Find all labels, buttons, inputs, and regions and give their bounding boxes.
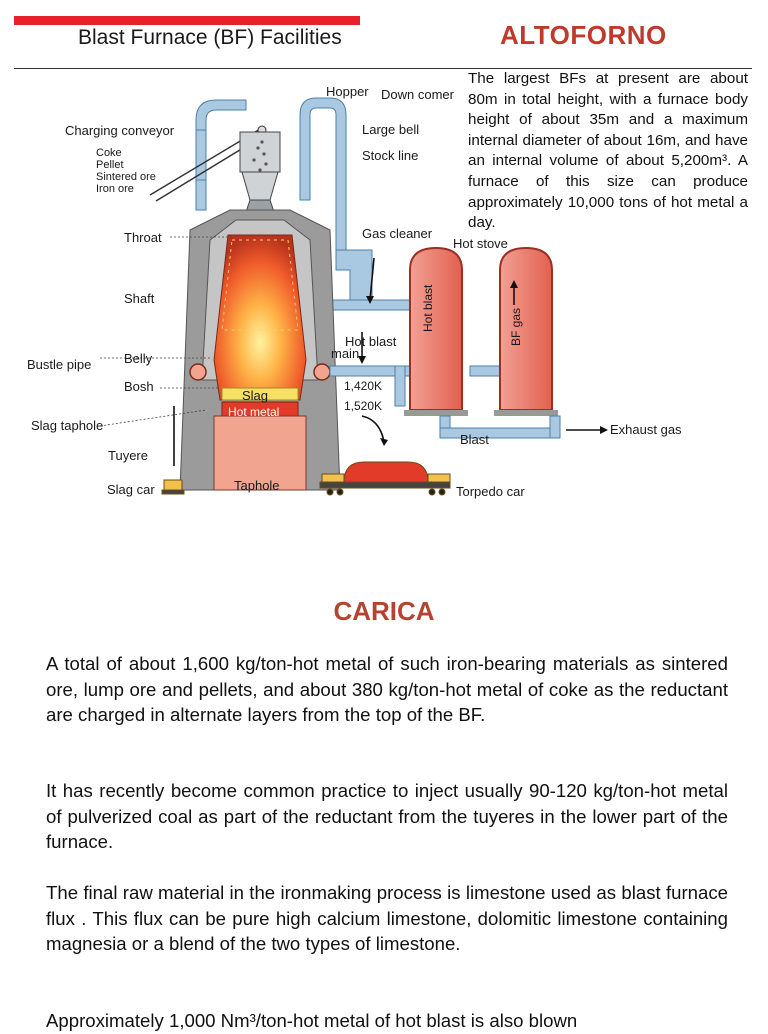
label-hot-stove: Hot stove: [453, 236, 508, 251]
label-throat: Throat: [124, 230, 162, 245]
paragraph-4: Approximately 1,000 Nm³/ton-hot metal of…: [46, 1010, 578, 1031]
blast-furnace-diagram: Hopper Down comer Charging conveyor Coke…: [27, 84, 682, 499]
label-temp-1520: 1,520K: [344, 399, 382, 413]
label-bf-gas-vertical: BF gas: [509, 308, 523, 346]
label-slag-taphole: Slag taphole: [31, 418, 103, 433]
label-taphole: Taphole: [234, 478, 280, 493]
stove-bottom-pipes: [439, 415, 561, 439]
label-blast: Blast: [460, 432, 489, 447]
label-slag-car: Slag car: [107, 482, 155, 497]
label-hot-blast-vertical: Hot blast: [421, 284, 435, 332]
furnace-top: [239, 131, 281, 216]
paragraph-2: It has recently become common practice t…: [46, 780, 728, 853]
label-shaft: Shaft: [124, 291, 155, 306]
label-slag: Slag: [242, 388, 268, 403]
down-comer-pipes: [195, 97, 347, 251]
paragraph-3: The final raw material in the ironmaking…: [46, 882, 728, 955]
label-pellet: Pellet: [96, 159, 124, 171]
furnace-interior: [213, 234, 307, 401]
header-divider: [14, 68, 752, 69]
label-charging-conveyor: Charging conveyor: [65, 123, 175, 138]
label-hot-blast-main-1: Hot blast: [345, 334, 397, 349]
label-hot-blast-main-2: main: [331, 346, 359, 361]
page-title: Blast Furnace (BF) Facilities: [78, 26, 342, 49]
label-hot-metal: Hot metal: [228, 405, 279, 419]
label-coke: Coke: [96, 147, 122, 159]
slag-car-graphic: [161, 479, 185, 495]
label-bustle-pipe: Bustle pipe: [27, 357, 91, 372]
label-gas-cleaner: Gas cleaner: [362, 226, 433, 241]
label-down-comer: Down comer: [381, 87, 455, 102]
label-large-bell: Large bell: [362, 122, 419, 137]
label-stock-line: Stock line: [362, 148, 418, 163]
label-temp-1420: 1,420K: [344, 379, 382, 393]
header-accent-bar: [14, 16, 360, 25]
intro-paragraph: The largest BFs at present are about 80m…: [468, 70, 748, 232]
section-heading-altoforno: ALTOFORNO: [500, 20, 667, 50]
label-belly: Belly: [124, 351, 153, 366]
label-exhaust-gas: Exhaust gas: [610, 422, 682, 437]
bustle-pipe: [189, 363, 331, 381]
label-torpedo-car: Torpedo car: [456, 484, 525, 499]
label-iron-ore: Iron ore: [96, 183, 134, 195]
torpedo-car-graphic: [319, 461, 451, 496]
label-bosh: Bosh: [124, 379, 154, 394]
label-tuyere: Tuyere: [108, 448, 148, 463]
hot-stove-1: [404, 246, 468, 416]
section-heading-carica: CARICA: [333, 596, 435, 626]
paragraph-1: A total of about 1,600 kg/ton-hot metal …: [46, 653, 728, 726]
hearth-slag: [221, 387, 299, 401]
hot-stove-2: [494, 246, 558, 416]
label-sintered-ore: Sintered ore: [96, 171, 156, 183]
label-hopper: Hopper: [326, 84, 369, 99]
